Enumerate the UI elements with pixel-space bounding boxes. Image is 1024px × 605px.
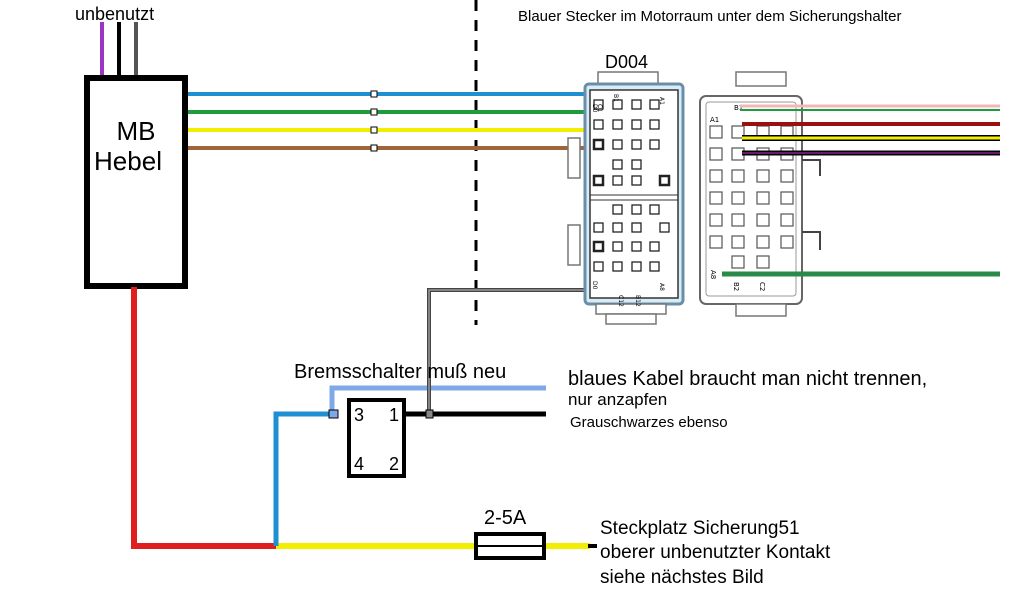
- brake-switch-title: Bremsschalter muß neu: [294, 361, 506, 383]
- switch-pin-2: 2: [389, 454, 399, 474]
- left-pin-c1: C1: [596, 104, 603, 112]
- right-pin-b2: B2: [732, 282, 740, 291]
- left-pin-b12: B12: [634, 295, 641, 307]
- note-blue-line1: blaues Kabel braucht man nicht trennen,: [568, 368, 927, 390]
- unused-label: unbenutzt: [75, 4, 154, 24]
- left-pin-c12: C12: [617, 295, 624, 307]
- left-connector-cavities: [592, 99, 671, 272]
- connector-title: Blauer Stecker im Motorraum unter dem Si…: [518, 8, 902, 25]
- switch-pin-4: 4: [354, 454, 364, 474]
- brake-switch-box: [347, 398, 406, 478]
- right-pin-a8: A8: [709, 270, 717, 279]
- switch-pin-3: 3: [354, 405, 364, 425]
- connector-left: C1 B1 A1 D0 D0 C12 B12 A8: [567, 71, 685, 325]
- grey-splice: [425, 409, 434, 419]
- left-pin-a1: A1: [658, 97, 665, 105]
- splice-markers: [370, 90, 378, 152]
- wire-blue-switch-feed: [273, 411, 336, 546]
- fuse-note-line2: oberer unbenutzter Kontakt: [600, 542, 831, 563]
- right-pin-a1: A1: [710, 116, 719, 124]
- note-grey: Grauschwarzes ebenso: [570, 414, 728, 431]
- fuse-note-line1: Steckplatz Sicherung51: [600, 518, 800, 539]
- note-blue-line2: nur anzapfen: [568, 390, 667, 409]
- right-pin-b1: B1: [734, 104, 743, 112]
- fuse-rating: 2-5A: [484, 507, 527, 529]
- mb-lever-box: [84, 75, 188, 289]
- fuse-note-line3: siehe nächstes Bild: [600, 567, 764, 588]
- right-pin-c2: C2: [758, 282, 766, 291]
- wire-red-power: [131, 287, 276, 549]
- left-pin-b1: B1: [612, 94, 619, 102]
- switch-pin-1: 1: [389, 405, 399, 425]
- connector-right: B1 A1 A8 B2 C2: [699, 71, 821, 317]
- connector-id: D004: [605, 52, 648, 72]
- left-pin-a8: A8: [658, 283, 665, 291]
- lever-label-line1: MB: [117, 116, 156, 146]
- blue-splice: [328, 409, 339, 419]
- lever-label-line2: Hebel: [94, 146, 162, 176]
- left-pin-d0: D0: [591, 104, 598, 113]
- left-pin-d0-bottom: D0: [591, 281, 598, 290]
- wire-lightblue-tap: [329, 385, 546, 414]
